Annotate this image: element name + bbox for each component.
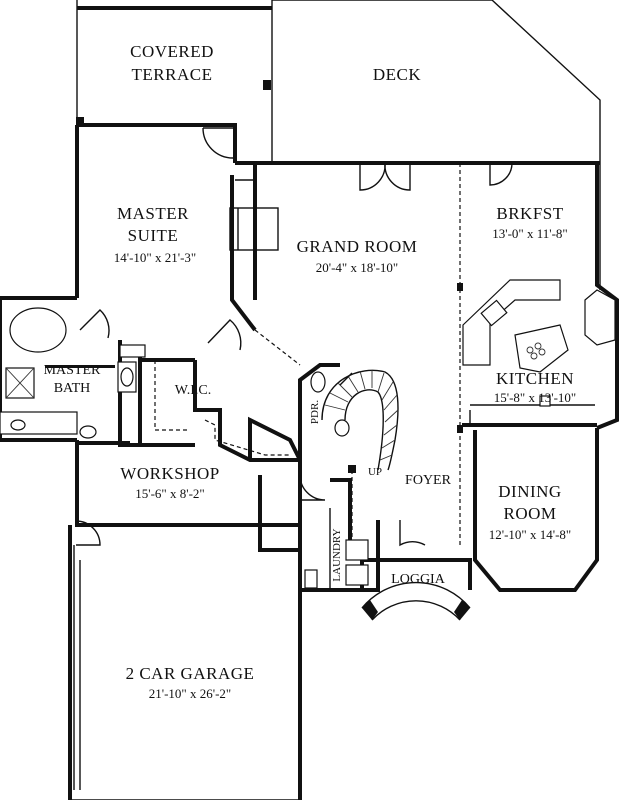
master-bath-label-2: BATH bbox=[54, 381, 91, 396]
kitchen-island bbox=[514, 324, 569, 373]
master-suite-dims: 14'-10" x 21'-3" bbox=[114, 250, 196, 265]
door-swing bbox=[75, 520, 101, 546]
workshop-dims: 15'-6" x 8'-2" bbox=[135, 486, 204, 501]
brkfst-dims: 13'-0" x 11'-8" bbox=[492, 226, 567, 241]
pdr-label: PDR. bbox=[309, 400, 321, 424]
kitchen-counter bbox=[462, 279, 561, 366]
grand-room-dims: 20'-4" x 18'-10" bbox=[316, 260, 398, 275]
deck-label: DECK bbox=[373, 65, 422, 84]
workshop-label: WORKSHOP bbox=[120, 464, 219, 483]
brkfst-label: BRKFST bbox=[496, 204, 563, 223]
door-swing bbox=[359, 162, 386, 191]
pantry bbox=[584, 289, 616, 346]
laundry-label: LAUNDRY bbox=[331, 528, 343, 581]
garage-dims: 21'-10" x 26'-2" bbox=[149, 686, 231, 701]
master-suite-label-1: MASTER bbox=[117, 204, 189, 223]
kitchen-label: KITCHEN bbox=[496, 369, 574, 388]
dining-room-dims: 12'-10" x 14'-8" bbox=[489, 527, 571, 542]
stair-curve bbox=[321, 369, 399, 471]
master-bath-label-1: MASTER bbox=[44, 363, 101, 378]
covered-terrace-label-1: COVERED bbox=[130, 42, 214, 61]
door-swing bbox=[399, 520, 426, 547]
bathtub bbox=[9, 307, 67, 353]
door-swing bbox=[299, 474, 326, 501]
kitchen-dims: 15'-8" x 13'-10" bbox=[494, 390, 576, 405]
loggia-label: LOGGIA bbox=[391, 572, 446, 587]
dining-room-label-1: DINING bbox=[498, 482, 561, 501]
wic-label: W.I.C. bbox=[175, 383, 211, 398]
master-suite-label-2: SUITE bbox=[128, 226, 179, 245]
labels: COVERED TERRACE DECK MASTER SUITE 14'-10… bbox=[44, 42, 577, 701]
foyer-label: FOYER bbox=[405, 473, 452, 488]
covered-terrace-label-2: TERRACE bbox=[132, 65, 213, 84]
garage-label: 2 CAR GARAGE bbox=[126, 664, 255, 683]
up-label: UP bbox=[368, 466, 382, 478]
grand-room-label: GRAND ROOM bbox=[297, 237, 418, 256]
door-swing bbox=[384, 162, 411, 191]
dining-room-label-2: ROOM bbox=[503, 504, 556, 523]
door-swing bbox=[489, 162, 513, 186]
door-swing bbox=[79, 309, 110, 339]
door-swing bbox=[202, 127, 234, 159]
stair-curve bbox=[344, 389, 384, 471]
door-swing bbox=[207, 319, 242, 351]
details bbox=[0, 127, 616, 790]
